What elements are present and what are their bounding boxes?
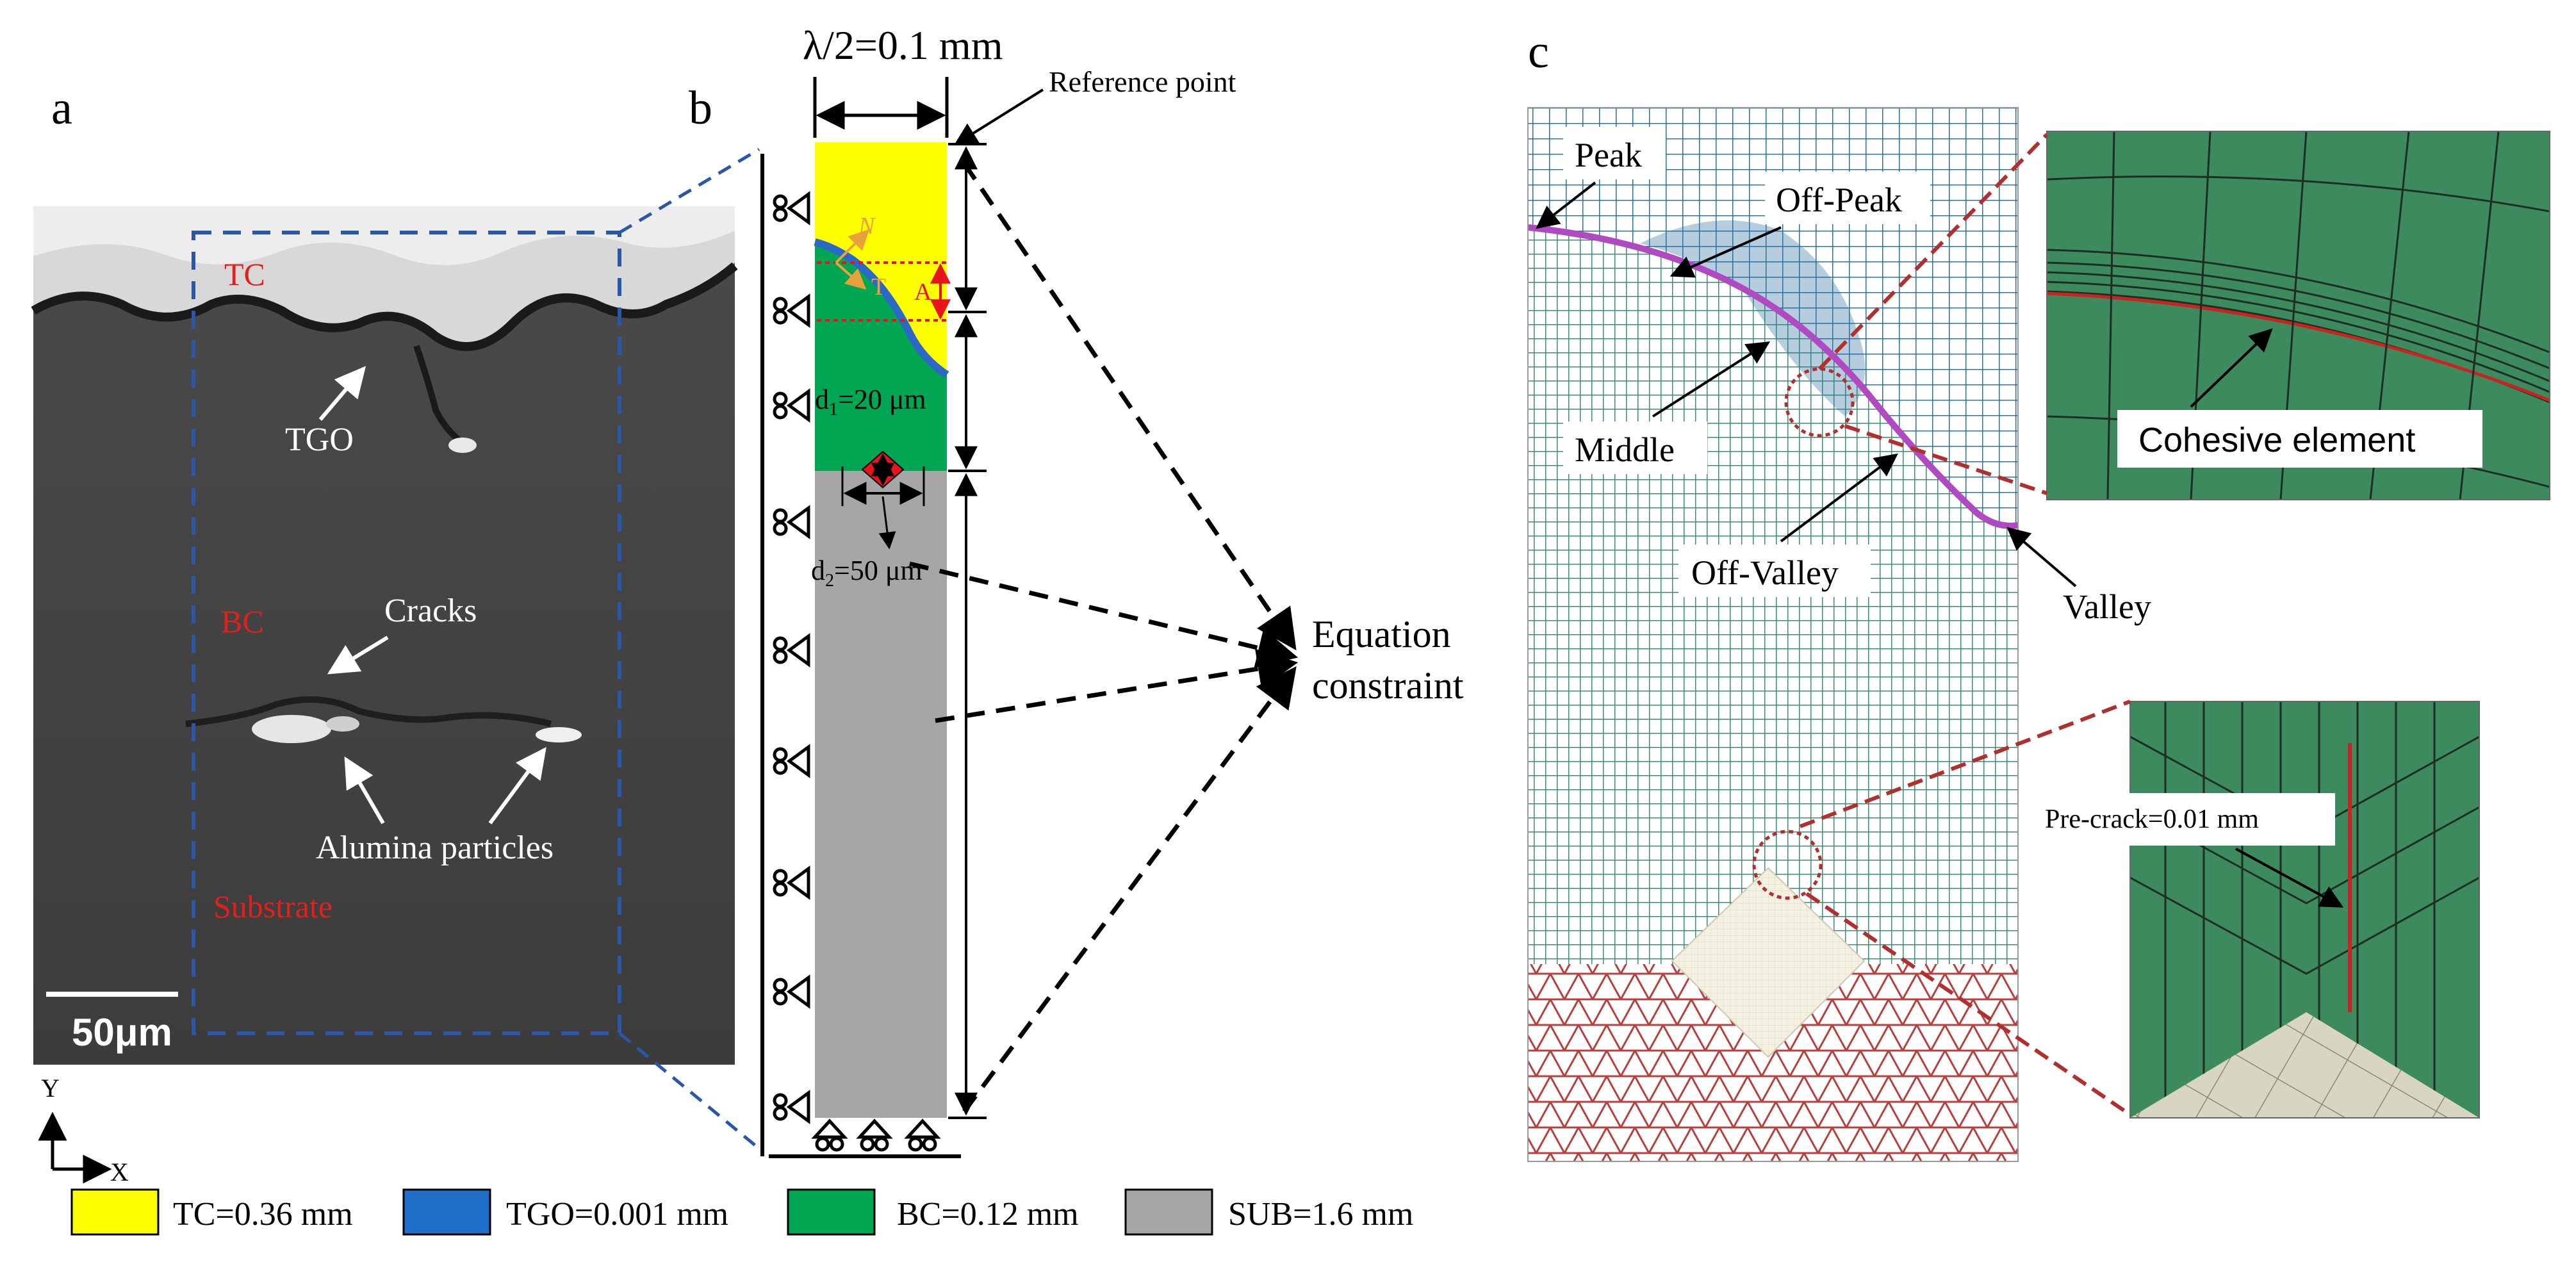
legend-swatch-bc [787, 1188, 876, 1236]
amplitude-label: A [914, 279, 932, 306]
zoom1-line-bottom [1844, 424, 2047, 495]
label-cracks: Cracks [384, 593, 477, 629]
legend-label-tgo: TGO=0.001 mm [506, 1196, 728, 1233]
label-off-peak: Off-Peak [1776, 181, 1902, 219]
zoom-line-bottom [618, 1032, 760, 1150]
panel-letter-c: c [1528, 26, 1549, 78]
zoom-precrack [2130, 701, 2479, 1118]
panel-letter-b: b [689, 82, 712, 135]
layer-tgo [814, 238, 949, 379]
legend-swatch-sub [1124, 1188, 1213, 1236]
side-rollers [773, 191, 810, 1124]
zoom1-line-top [1817, 133, 2049, 371]
label-alumina: Alumina particles [316, 830, 554, 866]
fe-mesh [1528, 108, 2018, 1161]
equation-label-1: Equation [1312, 613, 1451, 655]
label-off-valley: Off-Valley [1691, 553, 1839, 592]
d1-label: d1=20 μm [815, 384, 926, 420]
label-tc: TC [224, 256, 265, 292]
coordinate-axes [38, 1111, 112, 1184]
axis-x-label: X [110, 1158, 129, 1186]
layer-sub [815, 471, 947, 1118]
label-peak: Peak [1575, 136, 1642, 174]
n-axis-label: N [858, 213, 876, 240]
label-cohesive: Cohesive element [2138, 421, 2415, 459]
bottom-rollers [769, 1119, 961, 1158]
d2-label: d2=50 μm [811, 555, 923, 591]
equation-label-2: constraint [1312, 664, 1464, 707]
label-bc: BC [221, 603, 264, 639]
legend-swatch-tgo [402, 1188, 491, 1236]
arrow-alumina-2 [488, 747, 546, 824]
label-middle: Middle [1575, 430, 1675, 469]
layer-tc [815, 142, 947, 375]
right-dimensions [948, 143, 987, 1119]
legend: TC=0.36 mm TGO=0.001 mm BC=0.12 mm SUB=1… [70, 1188, 1413, 1236]
equation-constraint-arrows [909, 162, 1299, 1113]
panel-letter-a: a [51, 82, 72, 135]
label-tgo: TGO [285, 422, 354, 458]
zoom-line-top [618, 147, 760, 234]
reference-point-label: Reference point [1049, 65, 1236, 98]
scalebar-label: 50μm [72, 1011, 172, 1054]
legend-swatch-tc [70, 1188, 160, 1236]
axis-y-label: Y [41, 1074, 60, 1102]
arrow-tgo [318, 366, 366, 421]
model-layers [814, 142, 951, 1118]
label-substrate: Substrate [213, 889, 332, 924]
label-precrack: Pre-crack=0.01 mm [2045, 805, 2259, 834]
legend-label-sub: SUB=1.6 mm [1228, 1196, 1413, 1233]
zoom2-line-bottom [1805, 892, 2131, 1117]
arrow-cracks [327, 635, 389, 675]
label-valley: Valley [2063, 587, 2151, 626]
t-axis-label: T [871, 274, 886, 300]
arrow-alumina-1 [344, 756, 385, 824]
width-label: λ/2=0.1 mm [803, 22, 1003, 68]
legend-label-bc: BC=0.12 mm [897, 1196, 1079, 1233]
zoom2-line-top [1799, 700, 2131, 828]
reference-point-arrow [953, 88, 1044, 145]
legend-label-tc: TC=0.36 mm [173, 1196, 353, 1233]
sem-image [31, 206, 738, 1065]
